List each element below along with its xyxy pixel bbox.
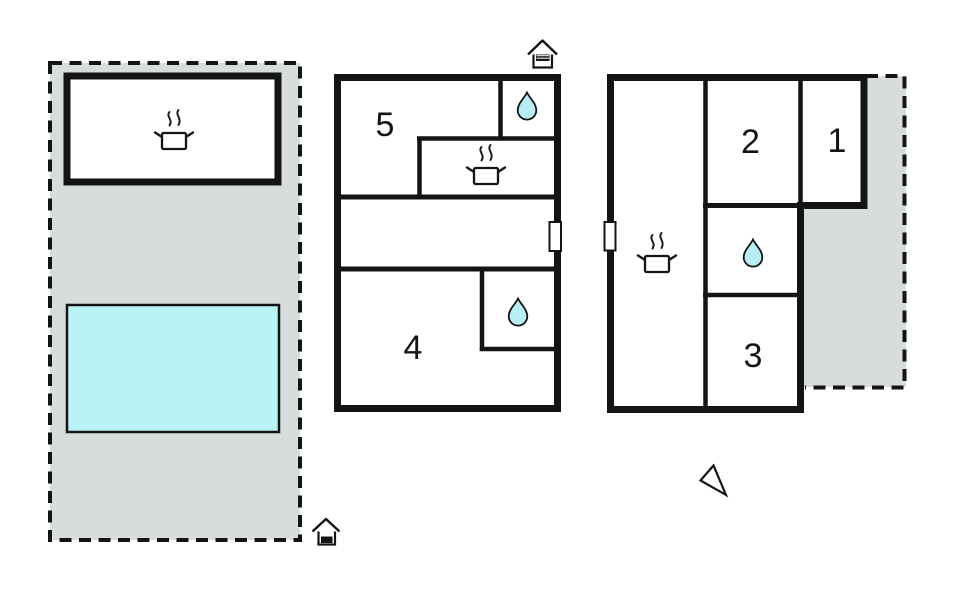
house-door bbox=[321, 536, 333, 543]
building-middle: 5 4 bbox=[334, 74, 562, 412]
room-4-label: 4 bbox=[404, 329, 423, 367]
room-2-label: 2 bbox=[741, 123, 760, 161]
room-3-label: 3 bbox=[744, 337, 763, 375]
terrace-right-border bbox=[805, 74, 907, 390]
outdoor-area-left bbox=[48, 61, 302, 542]
house-entrance-icon bbox=[527, 39, 558, 69]
house-roof bbox=[311, 517, 341, 533]
outdoor-area-right bbox=[804, 74, 907, 390]
house-roof bbox=[527, 39, 558, 56]
building-right: 2 1 3 bbox=[603, 74, 868, 413]
door-marker-icon bbox=[603, 221, 617, 252]
room-1-label: 1 bbox=[828, 122, 847, 160]
building-middle-outline bbox=[334, 74, 561, 412]
room-5-label: 5 bbox=[376, 106, 395, 144]
north-arrow-icon bbox=[698, 463, 729, 498]
house-entrance-icon bbox=[311, 517, 341, 546]
swimming-pool bbox=[65, 303, 281, 434]
door-marker-icon bbox=[548, 221, 562, 252]
annex-room bbox=[63, 72, 282, 186]
terrace-right bbox=[804, 76, 906, 387]
house-door bbox=[536, 53, 550, 61]
